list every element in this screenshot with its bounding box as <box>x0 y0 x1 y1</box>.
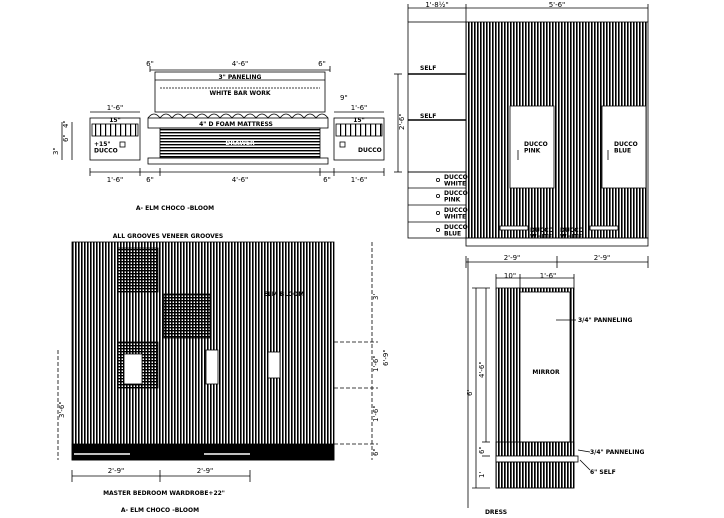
dress-dim-top-2: 1'-6" <box>540 272 557 280</box>
cabinet-dim-top-1: 1'-8½" <box>425 1 448 9</box>
bed-dim-9: 9" <box>340 94 348 102</box>
cabinet-dim-top-2: 5'-6" <box>549 1 566 9</box>
wardrobe-panel-a <box>117 247 159 293</box>
dress-dim-left-2: 6" <box>478 446 486 454</box>
cabinet-self-2: SELF <box>420 113 436 120</box>
bed-right-side-top: 15" <box>353 117 364 124</box>
dress-dim-left-1: 4'-6" <box>478 361 486 378</box>
wardrobe-inset-right <box>267 351 281 379</box>
wardrobe-dim-r4: 1'-6" <box>372 405 380 422</box>
dress-mirror-label: MIRROR <box>532 369 560 376</box>
cabinet-dim-side: 2'-6" <box>398 113 406 130</box>
bed-dim-top-right: 6" <box>318 60 326 68</box>
dress-panel-2: 3/4" PANNELING <box>590 449 644 456</box>
wardrobe-dim-r5: 6" <box>372 448 380 456</box>
wardrobe-body <box>71 241 335 461</box>
wardrobe-title: ALL GROOVES VENEER GROOVES <box>113 233 223 240</box>
dress-caption: DRESS <box>485 509 507 516</box>
wardrobe-inset-mid <box>205 349 219 385</box>
dress-top-panel <box>495 441 575 457</box>
bed-bottom-dim-5: 1'-6" <box>351 176 368 184</box>
wardrobe-dim-r2: 1'-6" <box>372 355 380 372</box>
cabinet-bottom-dim-1: 2'-9" <box>504 254 521 262</box>
wardrobe-bottom-dim-2: 2'-9" <box>197 467 214 475</box>
dress-dim-top-1: 10" <box>504 272 516 280</box>
bed-white-bar-label: WHITE BAR WORK <box>209 90 270 97</box>
bed-bottom-dim-4: 6" <box>323 176 331 184</box>
dress-labels: 10" 1'-6" MIRROR 3/4" PANNELING 3/4" PAN… <box>466 272 644 516</box>
dress-dim-total: 6' <box>466 390 474 396</box>
bed-caption: A- ELM CHOCO -BLOOM <box>136 205 214 212</box>
cabinet-door-pink <box>509 105 555 189</box>
wardrobe-dim-r1: 3' <box>372 294 380 300</box>
bed-elevation <box>61 66 385 176</box>
bed-dim-left-4: 4" <box>62 120 70 128</box>
bed-left-side-table <box>89 117 141 161</box>
bed-paneling-label: 3" PANELING <box>218 74 261 81</box>
wardrobe-caption-1: MASTER BEDROOM WARDROBE+22" <box>103 490 225 497</box>
bed-dim-left-6: 6" <box>62 134 70 142</box>
bed-drawer <box>159 127 321 159</box>
bed-right-side-width: 1'-6" <box>351 104 368 112</box>
dress-panel-1: 3/4" PANNELING <box>578 317 632 324</box>
bed-foam-label: 4" D FOAM MATTRESS <box>199 121 273 128</box>
cabinet-elevation <box>394 4 649 268</box>
bed-drawer-label: DRAWER <box>225 140 255 147</box>
wardrobe-dim-left: 3'-6" <box>58 401 66 418</box>
bed-mattress-wave <box>147 113 329 119</box>
bed-headboard <box>154 71 326 113</box>
bed-left-side-width: 1'-6" <box>107 104 124 112</box>
wardrobe-labels: ALL GROOVES VENEER GROOVES ELM BLOOM 3' … <box>58 233 390 514</box>
dress-mirror <box>519 291 571 443</box>
dress-self: 6" SELF <box>590 469 616 476</box>
cabinet-self-1: SELF <box>420 65 436 72</box>
bed-dim-left-3: 3" <box>52 147 60 155</box>
bed-dim-top-left: 6" <box>146 60 154 68</box>
dress-dim-left-3: 1' <box>478 472 486 478</box>
wardrobe-bottom-dim-1: 2'-9" <box>108 467 125 475</box>
cabinet-bottom-dim-2: 2'-9" <box>594 254 611 262</box>
wardrobe-elevation <box>57 241 378 482</box>
bed-bottom-dim-1: 1'-6" <box>107 176 124 184</box>
dress-base <box>495 461 575 489</box>
wardrobe-caption-2: A- ELM CHOCO -BLOOM <box>121 507 199 514</box>
wardrobe-base <box>71 443 335 461</box>
bed-bottom-dim-2: 6" <box>146 176 154 184</box>
wardrobe-panel-b <box>163 293 211 339</box>
bed-labels: 6" 4'-6" 6" 3" PANELING WHITE BAR WORK 4… <box>52 60 382 212</box>
cabinet-door-blue <box>601 105 647 189</box>
dress-elevation <box>467 258 591 508</box>
bed-right-side-table <box>333 117 385 161</box>
wardrobe-dim-r3: 6'-9" <box>382 349 390 366</box>
cabinet-open-shelf <box>407 21 467 173</box>
bed-left-ducco: +15"DUCCO <box>94 141 118 155</box>
bed-right-ducco: DUCCO <box>358 147 382 154</box>
bed-bottom-dim-3: 4'-6" <box>232 176 249 184</box>
bed-dim-top-mid: 4'-6" <box>232 60 249 68</box>
bed-left-side-top: 15" <box>109 117 120 124</box>
dress-shelf <box>495 455 579 463</box>
wardrobe-elm-label: ELM BLOOM <box>264 291 304 298</box>
wardrobe-inset-left <box>123 353 143 385</box>
